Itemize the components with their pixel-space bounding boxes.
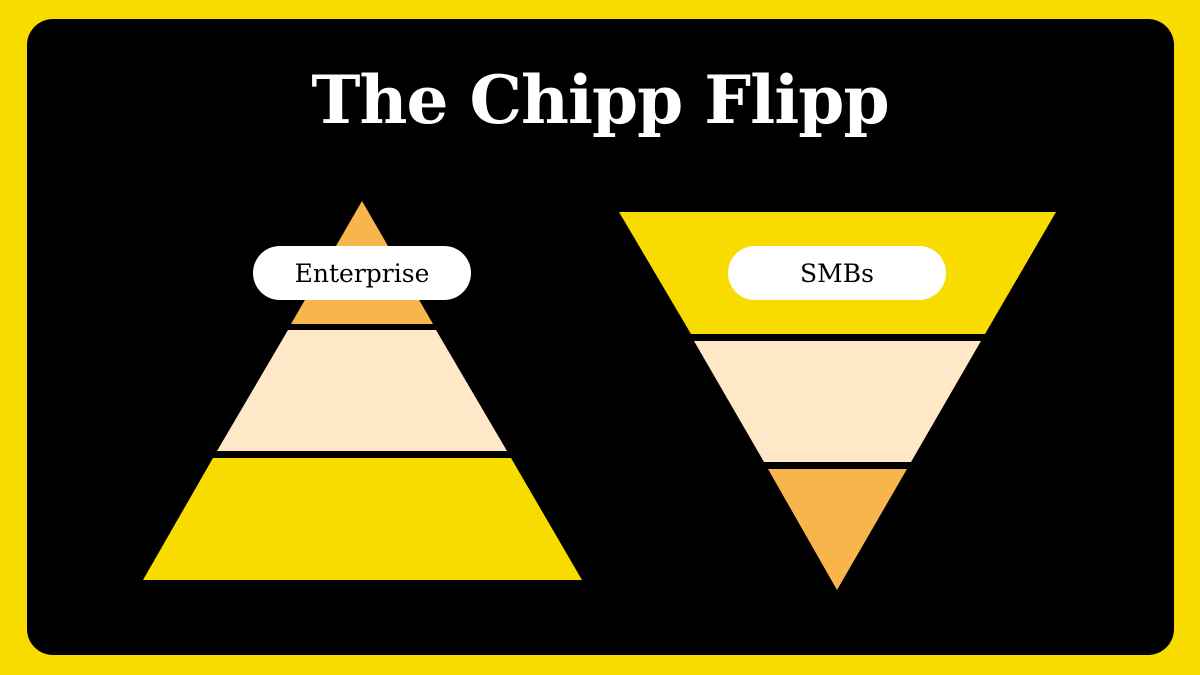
smb-label-text: SMBs (800, 258, 874, 288)
smb-inverted-pyramid (619, 212, 1056, 590)
enterprise-tier-bottom (143, 458, 582, 580)
page-title: The Chipp Flipp (311, 61, 889, 139)
smb-label: SMBs (728, 246, 946, 300)
smb-tier-bottom (768, 469, 907, 590)
smb-tier-middle (694, 341, 981, 462)
enterprise-label-text: Enterprise (294, 258, 430, 288)
enterprise-tier-middle (217, 330, 507, 451)
enterprise-label: Enterprise (253, 246, 471, 300)
